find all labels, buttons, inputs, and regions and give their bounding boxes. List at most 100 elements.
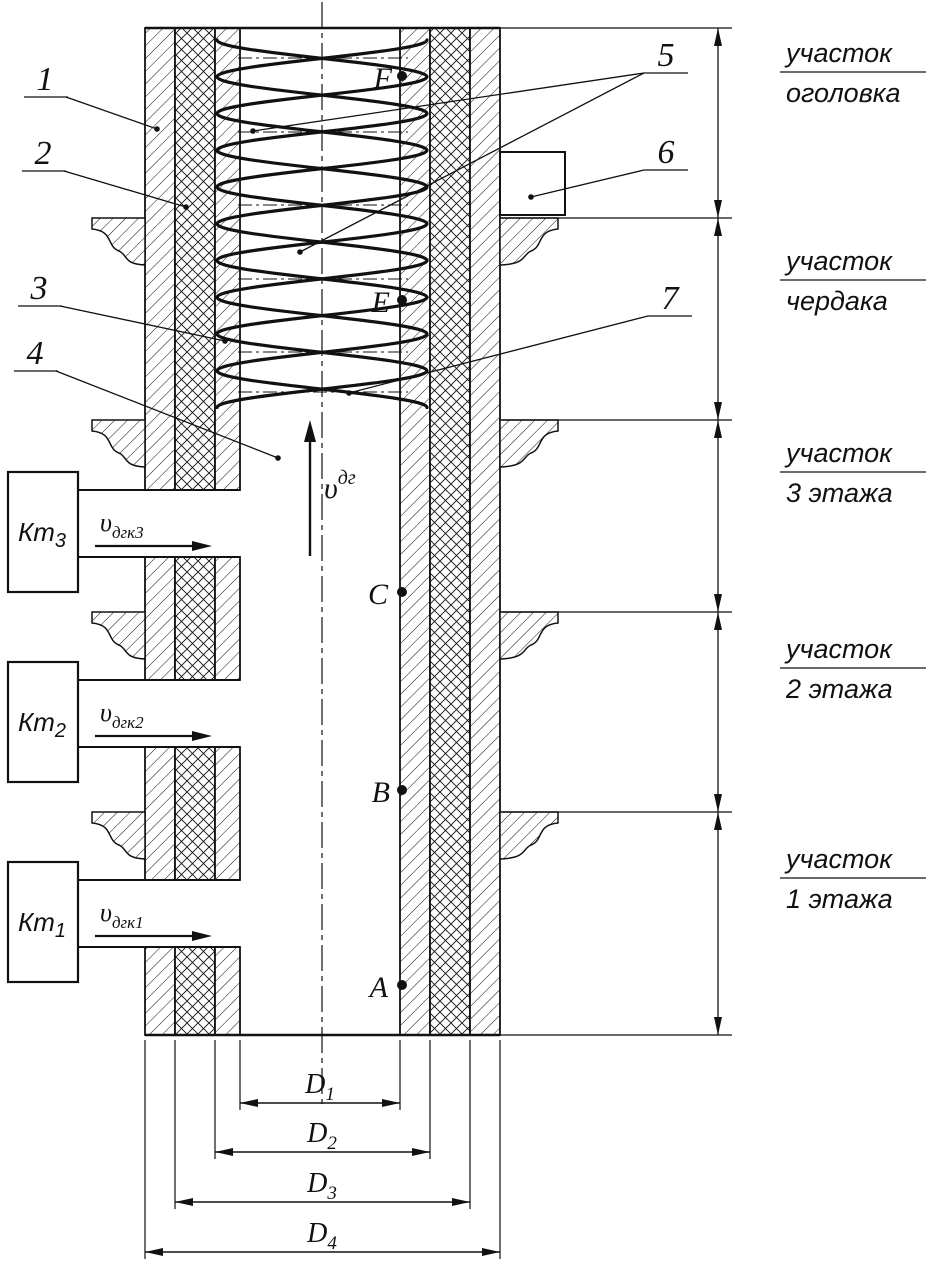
point-dot-E — [397, 295, 407, 305]
wall-layer-middle — [429, 27, 471, 1036]
wall-layer-outer — [144, 946, 176, 1036]
vertical-dimension-chain — [714, 28, 722, 1035]
callout-leader — [252, 72, 645, 132]
part-number-3: 3 — [30, 270, 48, 307]
diameter-label-d2: D2 — [306, 1118, 337, 1154]
corbel-right — [499, 217, 559, 266]
arrowhead-down-icon — [714, 794, 722, 812]
leader-dot — [183, 204, 189, 210]
section-word-1: участок — [784, 438, 893, 468]
section-label-ogolovka: участок оголовка — [780, 38, 926, 108]
arrowhead-down-icon — [714, 402, 722, 420]
wall-layer-middle — [174, 946, 216, 1036]
corbel-right — [499, 419, 559, 468]
point-label-E: E — [371, 286, 390, 319]
callout-leader — [65, 96, 158, 130]
corbel-left — [91, 217, 146, 266]
collector-kt2: Кт2 υдгк2 — [6, 660, 240, 784]
arrowhead-up-icon — [304, 420, 316, 442]
left-wall — [144, 27, 241, 1036]
callout-leader — [348, 315, 649, 394]
part-number-6: 6 — [658, 134, 675, 171]
section-word-1: участок — [784, 634, 893, 664]
main-flow-label: υдг — [324, 467, 356, 505]
part-number-5: 5 — [658, 37, 675, 74]
coil-strand-front — [215, 38, 429, 410]
leader-dot — [275, 455, 281, 461]
arrowhead-down-icon — [714, 200, 722, 218]
section-word-1: участок — [784, 844, 893, 874]
wall-layer-middle — [174, 27, 216, 491]
wall-layer-outer — [144, 27, 176, 491]
diameter-label-d4: D4 — [306, 1218, 337, 1254]
callout-leader — [530, 169, 645, 198]
arrowhead-up-icon — [714, 420, 722, 438]
corbel-right — [499, 811, 559, 860]
section-word-1: участок — [784, 246, 893, 276]
arrowhead-left-icon — [175, 1198, 193, 1206]
arrowhead-right-icon — [192, 541, 212, 551]
kt2-flow-label: υдгк2 — [100, 698, 144, 732]
section-word-2: чердака — [786, 286, 888, 316]
wall-layer-middle — [174, 556, 216, 681]
arrowhead-down-icon — [714, 1017, 722, 1035]
collector-kt1: Кт1 υдгк1 — [6, 860, 240, 984]
wall-layer-outer — [144, 556, 176, 681]
arrowhead-up-icon — [714, 28, 722, 46]
arrowhead-left-icon — [145, 1248, 163, 1256]
callout-leader — [63, 170, 187, 208]
callout-leader — [59, 305, 226, 342]
diameter-label-d3: D3 — [306, 1168, 337, 1204]
kt1-label: Кт1 — [18, 907, 66, 942]
arrowhead-left-icon — [240, 1099, 258, 1107]
arrowhead-down-icon — [714, 594, 722, 612]
corbel-left — [91, 811, 146, 860]
floor-corbels — [91, 217, 559, 860]
point-label-B: B — [372, 776, 390, 809]
arrowhead-right-icon — [482, 1248, 500, 1256]
leader-dot — [222, 338, 228, 344]
arrowhead-up-icon — [714, 612, 722, 630]
bottom-dimension-arrowheads — [145, 1099, 500, 1256]
kt1-flow-label: υдгк1 — [100, 898, 144, 932]
part-number-4: 4 — [27, 335, 44, 372]
section-word-2: 2 этажа — [785, 674, 893, 704]
point-label-F: F — [373, 62, 393, 95]
corbel-left — [91, 611, 146, 660]
right-wall — [399, 27, 501, 1036]
part-number-1: 1 — [37, 61, 54, 98]
bottom-dimensions — [144, 1040, 501, 1259]
part-number-7: 7 — [662, 280, 681, 317]
point-dot-A — [397, 980, 407, 990]
part-number-2: 2 — [35, 135, 52, 172]
arrowhead-right-icon — [382, 1099, 400, 1107]
coil-axis-dashes — [238, 57, 408, 393]
part-callout-dots — [154, 126, 534, 461]
section-label-floor1: участок 1 этажа — [780, 844, 926, 914]
diameter-labels: D1 D2 D3 D4 — [304, 1069, 337, 1254]
section-word-2: 1 этажа — [786, 884, 893, 914]
arrowhead-right-icon — [192, 931, 212, 941]
arrowhead-right-icon — [192, 731, 212, 741]
callout-leader — [55, 370, 279, 459]
callout-leader — [299, 72, 645, 253]
point-label-C: C — [368, 578, 389, 611]
section-labels: участок оголовка участок чердака участок… — [780, 38, 926, 914]
kt2-box — [6, 660, 80, 784]
section-word-1: участок — [784, 38, 893, 68]
coil-strand-back — [215, 38, 429, 410]
wall-layer-liner — [214, 946, 241, 1036]
kt1-box — [6, 860, 80, 984]
leader-dot — [528, 194, 534, 200]
arrowhead-left-icon — [215, 1148, 233, 1156]
section-label-floor3: участок 3 этажа — [780, 438, 926, 508]
point-label-A: A — [368, 971, 389, 1004]
section-label-cherdak: участок чердака — [780, 246, 926, 316]
point-dot-C — [397, 587, 407, 597]
main-flow-arrow: υдг — [304, 420, 356, 556]
wall-layer-liner — [214, 556, 241, 681]
leader-dot — [297, 249, 303, 255]
diameter-label-d1: D1 — [304, 1069, 335, 1105]
section-label-floor2: участок 2 этажа — [780, 634, 926, 704]
